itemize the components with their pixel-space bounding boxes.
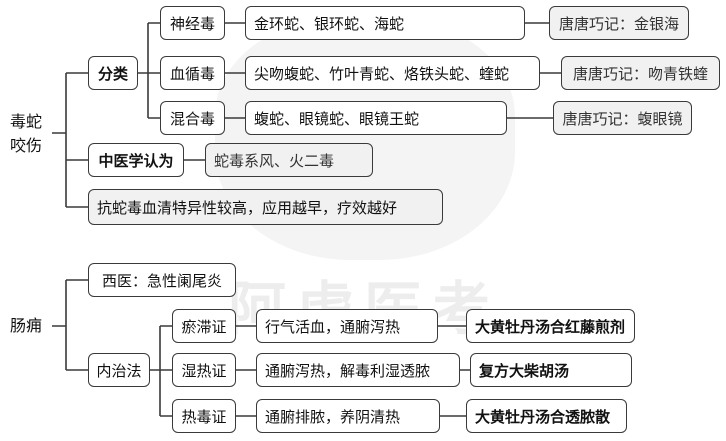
formula-stasis: 大黄牡丹汤合红藤煎剂	[466, 309, 635, 343]
treatment-stasis: 行气活血，通腑泻热	[256, 309, 438, 343]
examples-mixed: 蝮蛇、眼镜蛇、眼镜王蛇	[245, 101, 507, 135]
appendicitis-root-label: 肠痈	[9, 316, 42, 335]
connector-examples-mnemonics	[507, 22, 561, 119]
connector-types-examples	[225, 22, 245, 119]
examples-neurotoxic: 金环蛇、银环蛇、海蛇	[245, 6, 525, 40]
pattern-damp-heat: 湿热证	[172, 353, 236, 387]
type-node-neurotoxic: 神经毒	[160, 6, 225, 40]
pattern-stasis: 瘀滞证	[172, 309, 236, 343]
formula-heat-toxin: 大黄牡丹汤合透脓散	[466, 399, 627, 433]
formula-damp-heat: 复方大柴胡汤	[470, 353, 632, 387]
antivenom-note: 抗蛇毒血清特异性较高，应用越早，疗效越好	[88, 189, 443, 225]
connector-snakebite-root	[52, 72, 88, 208]
treatment-heat-toxin: 通腑排脓，养阴清热	[256, 399, 440, 433]
type-node-mixed: 混合毒	[160, 101, 225, 135]
type-node-hemotoxic: 血循毒	[160, 56, 225, 90]
examples-hemotoxic: 尖吻蝮蛇、竹叶青蛇、烙铁头蛇、蝰蛇	[245, 56, 540, 90]
connector-internal	[150, 325, 172, 417]
tcm-node: 中医学认为	[88, 143, 184, 177]
connector-treatment-formula	[438, 325, 470, 417]
mnemonic-mixed: 唐唐巧记：蝮眼镜	[553, 101, 692, 135]
snakebite-root-label: 毒蛇 咬伤	[9, 112, 42, 155]
mnemonic-hemotoxic: 唐唐巧记：吻青铁蝰	[561, 56, 720, 90]
tcm-view: 蛇毒系风、火二毒	[205, 143, 373, 177]
connector-classification	[138, 22, 160, 119]
connector-appendicitis-root	[52, 279, 88, 371]
classification-node: 分类	[88, 56, 138, 90]
internal-treatment-node: 内治法	[88, 353, 150, 387]
pattern-heat-toxin: 热毒证	[172, 399, 236, 433]
treatment-damp-heat: 通腑泻热，解毒利湿透脓	[256, 353, 460, 387]
connector-patterns-treatment	[236, 325, 256, 417]
western-diagnosis: 西医：急性阑尾炎	[88, 263, 236, 297]
mnemonic-neurotoxic: 唐唐巧记：金银海	[549, 6, 689, 40]
